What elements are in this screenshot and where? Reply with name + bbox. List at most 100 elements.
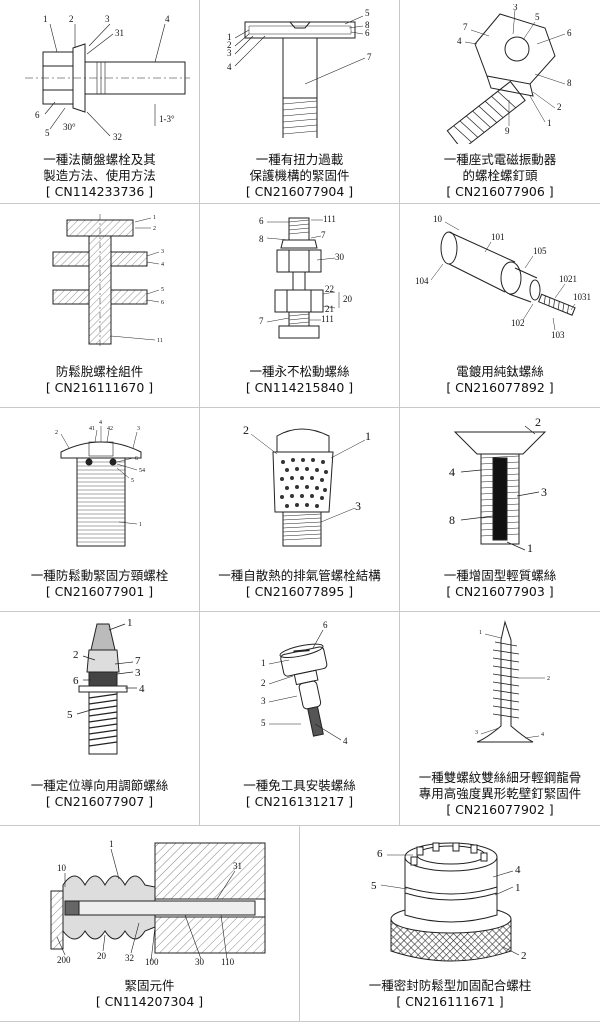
row-1: 1 2 3 4 31 6 5 30° 32 1-3° 一種法蘭盤螺栓及其 製造方… bbox=[0, 0, 600, 204]
patent-title: 防鬆脫螺栓組件 bbox=[56, 364, 144, 380]
label-1: 1 bbox=[479, 630, 482, 636]
label-6: 6 bbox=[35, 110, 40, 120]
label-4: 4 bbox=[161, 262, 164, 268]
label-4: 4 bbox=[457, 36, 462, 46]
label-1: 1 bbox=[139, 522, 142, 528]
patent-number[interactable]: [ CN216131217 ] bbox=[246, 794, 353, 810]
label-2: 2 bbox=[153, 226, 156, 232]
label-4: 4 bbox=[343, 736, 348, 746]
label-1021: 1021 bbox=[559, 274, 577, 284]
caption: 一種增固型輕質螺絲 [ CN216077903 ] bbox=[400, 556, 600, 611]
label-4: 4 bbox=[541, 732, 544, 738]
label-3: 3 bbox=[355, 499, 361, 513]
label-angle: 1-3° bbox=[159, 114, 175, 124]
label-1: 1 bbox=[153, 215, 156, 221]
patent-number[interactable]: [ CN216077892 ] bbox=[446, 380, 553, 396]
caption: 防鬆脫螺栓組件 [ CN216111670 ] bbox=[0, 352, 199, 407]
label-11: 11 bbox=[157, 338, 163, 344]
patent-card-square-neck-bolt[interactable]: 2 4 41 42 3 6 54 5 1 一種防鬆動緊固方頸螺栓 [ CN216… bbox=[0, 408, 200, 612]
patent-card-toolless-screw[interactable]: 6 1 2 3 5 4 一種免工具安裝螺絲 [ CN216131217 ] bbox=[200, 612, 400, 826]
caption: 一種防鬆動緊固方頸螺栓 [ CN216077901 ] bbox=[0, 556, 199, 611]
label-8: 8 bbox=[259, 234, 264, 244]
drawing-never-loose-screw: 6 8 111 7 30 22 20 21 7 111 bbox=[200, 204, 399, 352]
label-3: 3 bbox=[105, 14, 110, 24]
label-7: 7 bbox=[135, 655, 141, 667]
label-8: 8 bbox=[449, 513, 455, 527]
patent-number[interactable]: [ CN216111670 ] bbox=[46, 380, 153, 396]
patent-card-torque-fastener[interactable]: 1 2 3 4 5 8 6 7 一種有扭力過載 保護機構的緊固件 [ CN216… bbox=[200, 0, 400, 204]
row-2: 1 2 3 4 5 6 11 防鬆脫螺栓組件 [ CN216111670 ] bbox=[0, 204, 600, 408]
patent-number[interactable]: [ CN216111671 ] bbox=[396, 994, 503, 1010]
label-5: 5 bbox=[365, 8, 370, 18]
patent-title: 一種有扭力過載 保護機構的緊固件 bbox=[249, 152, 349, 184]
label-7: 7 bbox=[321, 230, 326, 240]
patent-card-vibrator-screw-head[interactable]: 4 3 6 8 2 1 5 7 9 一種座式電磁振動器 的螺栓螺釘頭 [ CN2… bbox=[400, 0, 600, 204]
label-7: 7 bbox=[463, 22, 468, 32]
caption: 一種密封防鬆型加固配合螺柱 [ CN216111671 ] bbox=[300, 966, 600, 1021]
caption: 一種永不松動螺絲 [ CN114215840 ] bbox=[200, 352, 399, 407]
label-3: 3 bbox=[161, 249, 164, 255]
label-4: 4 bbox=[449, 465, 455, 479]
label-4: 4 bbox=[227, 62, 232, 72]
patent-number[interactable]: [ CN216077901 ] bbox=[46, 584, 153, 600]
drawing-titanium-screw: 10 101 105 104 1021 1031 102 103 bbox=[400, 204, 600, 352]
patent-card-flange-bolt[interactable]: 1 2 3 4 31 6 5 30° 32 1-3° 一種法蘭盤螺栓及其 製造方… bbox=[0, 0, 200, 204]
patent-card-fastening-element[interactable]: 1 10 200 20 32 100 30 110 31 緊固元件 [ CN11… bbox=[0, 826, 300, 1022]
patent-number[interactable]: [ CN216077903 ] bbox=[446, 584, 553, 600]
label-200: 200 bbox=[57, 955, 71, 965]
patent-title: 一種雙螺紋雙絲細牙輕鋼龍骨 專用高強度異形乾壁釘緊固件 bbox=[419, 770, 582, 802]
label-2: 2 bbox=[261, 678, 266, 688]
label-111: 111 bbox=[323, 214, 336, 224]
patent-title: 緊固元件 bbox=[124, 978, 174, 994]
label-6: 6 bbox=[161, 300, 164, 306]
patent-number[interactable]: [ CN114215840 ] bbox=[246, 380, 353, 396]
label-1: 1 bbox=[515, 882, 521, 894]
patent-number[interactable]: [ CN216077906 ] bbox=[446, 184, 553, 200]
label-5: 5 bbox=[45, 128, 50, 138]
patent-number[interactable]: [ CN216077907 ] bbox=[46, 794, 153, 810]
label-3: 3 bbox=[227, 48, 232, 58]
patent-number[interactable]: [ CN216077895 ] bbox=[246, 584, 353, 600]
patent-card-never-loose-screw[interactable]: 6 8 111 7 30 22 20 21 7 111 一種永不松動螺絲 [ C… bbox=[200, 204, 400, 408]
label-7: 7 bbox=[367, 52, 372, 62]
patent-card-sealed-anti-loose-stud[interactable]: 6 4 5 1 2 一種密封防鬆型加固配合螺柱 [ CN216111671 ] bbox=[300, 826, 600, 1022]
patent-title: 一種防鬆動緊固方頸螺栓 bbox=[31, 568, 169, 584]
caption: 一種法蘭盤螺栓及其 製造方法、使用方法 [ CN114233736 ] bbox=[0, 148, 199, 203]
label-2: 2 bbox=[535, 415, 541, 429]
patent-card-titanium-screw[interactable]: 10 101 105 104 1021 1031 102 103 電鍍用純鈦螺絲… bbox=[400, 204, 600, 408]
patent-card-anti-loose-bolt-assembly[interactable]: 1 2 3 4 5 6 11 防鬆脫螺栓組件 [ CN216111670 ] bbox=[0, 204, 200, 408]
label-101: 101 bbox=[491, 232, 505, 242]
drawing-anti-loose-bolt-assembly: 1 2 3 4 5 6 11 bbox=[0, 204, 199, 352]
label-3: 3 bbox=[137, 426, 140, 432]
label-5: 5 bbox=[535, 12, 540, 22]
patent-title: 一種密封防鬆型加固配合螺柱 bbox=[369, 978, 532, 994]
label-32: 32 bbox=[125, 953, 134, 963]
caption: 一種座式電磁振動器 的螺栓螺釘頭 [ CN216077906 ] bbox=[400, 148, 600, 203]
label-10: 10 bbox=[57, 863, 67, 873]
patent-card-guide-adjust-screw[interactable]: 1 2 7 3 6 4 5 一種定位導向用調節螺絲 [ CN216077907 … bbox=[0, 612, 200, 826]
patent-number[interactable]: [ CN114233736 ] bbox=[46, 184, 153, 200]
caption: 一種雙螺紋雙絲細牙輕鋼龍骨 專用高強度異形乾壁釘緊固件 [ CN21607790… bbox=[400, 762, 600, 825]
label-22: 22 bbox=[325, 284, 334, 294]
patent-number[interactable]: [ CN216077904 ] bbox=[246, 184, 353, 200]
patent-card-drywall-nail-fastener[interactable]: 1 2 3 4 一種雙螺紋雙絲細牙輕鋼龍骨 專用高強度異形乾壁釘緊固件 [ CN… bbox=[400, 612, 600, 826]
label-3: 3 bbox=[513, 4, 518, 12]
patent-number[interactable]: [ CN216077902 ] bbox=[446, 802, 553, 818]
row-4: 1 2 7 3 6 4 5 一種定位導向用調節螺絲 [ CN216077907 … bbox=[0, 612, 600, 826]
label-2: 2 bbox=[243, 423, 249, 437]
label-1031: 1031 bbox=[573, 292, 591, 302]
label-1: 1 bbox=[43, 14, 48, 24]
label-4: 4 bbox=[139, 683, 145, 695]
label-110: 110 bbox=[221, 957, 235, 965]
patent-card-reinforced-light-screw[interactable]: 2 4 3 8 1 一種增固型輕質螺絲 [ CN216077903 ] bbox=[400, 408, 600, 612]
label-31: 31 bbox=[115, 28, 124, 38]
patent-number[interactable]: [ CN114207304 ] bbox=[96, 994, 203, 1010]
label-5: 5 bbox=[161, 287, 164, 293]
label-6: 6 bbox=[567, 28, 572, 38]
label-5: 5 bbox=[371, 880, 377, 892]
patent-card-exhaust-bolt[interactable]: 2 1 3 一種自散熱的排氣管螺栓結構 [ CN216077895 ] bbox=[200, 408, 400, 612]
label-1: 1 bbox=[127, 617, 133, 629]
label-104: 104 bbox=[415, 276, 429, 286]
drawing-exhaust-bolt: 2 1 3 bbox=[200, 408, 399, 556]
